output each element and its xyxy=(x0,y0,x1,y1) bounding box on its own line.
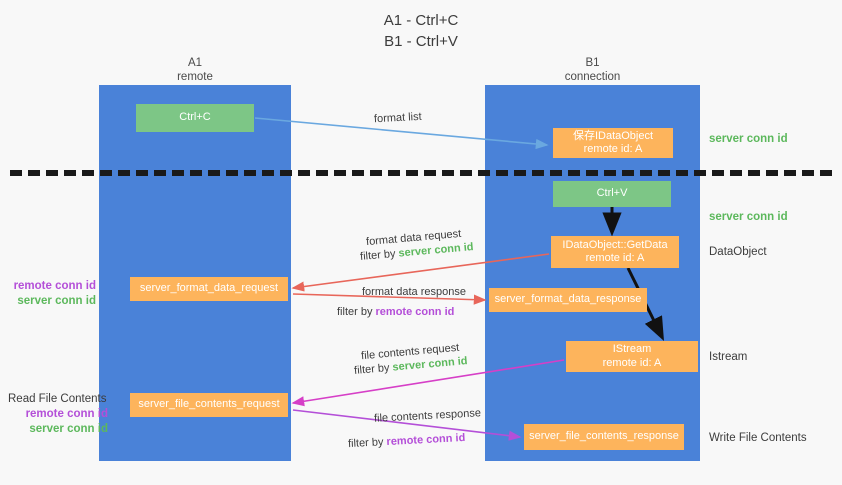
annotation-server-conn-id-3: server conn id xyxy=(17,295,96,307)
annotation-read-file-contents-group: Read File Contents remote conn id server… xyxy=(8,392,113,437)
arrow-label-format-list: format list xyxy=(373,110,422,126)
node-istream-label: IStream xyxy=(612,343,652,355)
node-server-format-data-request[interactable]: server_format_data_request xyxy=(130,277,288,301)
filter-prefix-1: filter by xyxy=(359,247,400,263)
arrow-label-file-contents-response-filter: filter by remote conn id xyxy=(348,431,466,452)
annotation-dataobject: DataObject xyxy=(709,246,767,258)
arrow-label-file-contents-response: file contents response xyxy=(373,407,482,425)
filter-value-4: remote conn id xyxy=(386,431,466,449)
annotation-server-conn-id-second: server conn id xyxy=(709,211,788,223)
annotation-server-conn-id-4: server conn id xyxy=(29,423,108,435)
page-title: A1 - Ctrl+C B1 - Ctrl+V xyxy=(0,10,842,52)
title-line-1: A1 - Ctrl+C xyxy=(383,12,459,29)
annotation-read-file-contents: Read File Contents xyxy=(8,393,107,405)
node-istream[interactable]: IStream remote id: A xyxy=(566,341,698,372)
filter-prefix-3: filter by xyxy=(353,361,394,377)
column-b1-role: connection xyxy=(564,71,621,83)
annotation-server-conn-id-top: server conn id xyxy=(709,133,788,145)
arrow-label-format-data-response-filter: filter by remote conn id xyxy=(337,305,454,320)
annotation-remote-conn-id-1: remote conn id xyxy=(13,280,96,292)
title-line-2: B1 - Ctrl+V xyxy=(384,33,458,50)
node-server-file-contents-response[interactable]: server_file_contents_response xyxy=(524,424,684,450)
node-idataobject-getdata[interactable]: IDataObject::GetData remote id: A xyxy=(551,236,679,268)
node-save-idataobject[interactable]: 保存IDataObject remote id: A xyxy=(553,128,673,158)
filter-value-2: remote conn id xyxy=(375,306,455,318)
node-server-format-data-request-label: server_format_data_request xyxy=(139,282,279,295)
annotation-conn-ids-format: remote conn id server conn id xyxy=(8,279,96,309)
filter-prefix-2: filter by xyxy=(337,306,376,318)
node-server-file-contents-request-label: server_file_contents_request xyxy=(138,398,280,411)
node-save-idataobject-label: 保存IDataObject xyxy=(572,129,654,142)
column-header-b1: B1 connection xyxy=(500,56,685,84)
column-a1-name: A1 xyxy=(187,57,203,69)
node-getdata-label: IDataObject::GetData xyxy=(562,238,668,251)
node-server-format-data-response[interactable]: server_format_data_response xyxy=(489,288,647,312)
node-ctrl-v-label: Ctrl+V xyxy=(596,187,628,200)
column-a1-role: remote xyxy=(177,71,213,83)
column-b1-name: B1 xyxy=(585,57,600,69)
node-ctrl-v[interactable]: Ctrl+V xyxy=(553,181,671,207)
filter-prefix-4: filter by xyxy=(347,436,387,451)
node-server-file-contents-request[interactable]: server_file_contents_request xyxy=(130,393,288,417)
node-istream-sub: remote id: A xyxy=(602,356,662,369)
node-ctrl-c[interactable]: Ctrl+C xyxy=(136,104,254,132)
node-ctrl-c-label: Ctrl+C xyxy=(179,111,211,124)
node-server-file-contents-response-label: server_file_contents_response xyxy=(529,430,679,443)
annotation-istream: Istream xyxy=(709,351,748,363)
annotation-write-file-contents: Write File Contents xyxy=(709,432,807,444)
arrow-label-format-data-response: format data response xyxy=(362,286,466,298)
column-header-a1: A1 remote xyxy=(110,56,280,84)
node-server-format-data-response-label: server_format_data_response xyxy=(494,293,642,306)
node-getdata-sub: remote id: A xyxy=(585,252,645,264)
annotation-remote-conn-id-2: remote conn id xyxy=(25,408,108,420)
node-save-idataobject-sub: remote id: A xyxy=(583,143,643,155)
phase-divider xyxy=(10,170,832,176)
